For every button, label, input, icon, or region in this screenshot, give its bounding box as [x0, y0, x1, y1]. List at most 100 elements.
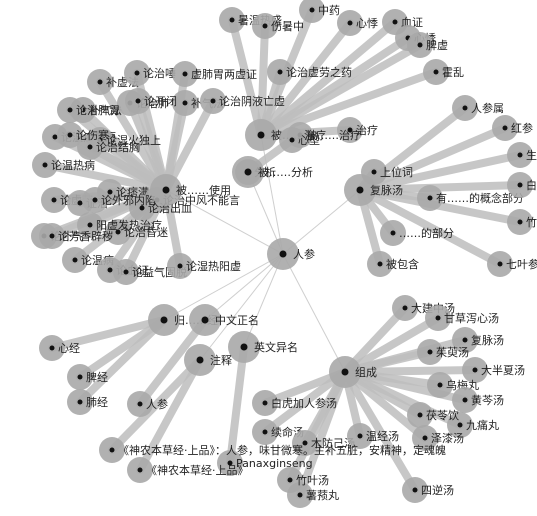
root-node[interactable]: 人参 [267, 238, 315, 270]
group-4-child-13[interactable]: 续命汤 [252, 419, 304, 445]
group-0-child-19-dot [139, 205, 145, 211]
group-4-child-8[interactable]: 茯苓饮 [407, 402, 459, 428]
group-0-child-2-label: 虚肺胃两虚证 [191, 68, 257, 81]
group-0-child-27[interactable]: 论湿热阳虚 [167, 253, 241, 279]
group-5-child-1[interactable]: 脾经 [67, 364, 108, 390]
group-4-child-6[interactable]: 黄芩汤 [452, 387, 504, 413]
group-0-child-1[interactable]: 论治唾 [124, 60, 176, 86]
group-1-child-8-dot [277, 69, 283, 75]
group-1-child-7[interactable]: 霍乱 [423, 59, 464, 85]
group-node-7[interactable]: 英文异名 [228, 331, 298, 363]
group-4-child-4-label: 大半夏汤 [481, 363, 525, 377]
edge-group-1-child-6 [257, 41, 424, 139]
group-4-child-14-label: 木防己汤 [311, 436, 355, 450]
group-4-child-7-label: 九痛丸 [466, 418, 499, 432]
group-8-child-1-label: 《神农本草经·上品》 [146, 463, 249, 477]
group-3-child-5[interactable]: 红参 [492, 115, 533, 141]
group-0-child-21[interactable]: 论外邪内陷 [82, 187, 156, 213]
group-0-child-11-label: 论治结胸 [96, 140, 140, 154]
group-4-child-7[interactable]: 九痛丸 [447, 412, 499, 438]
group-3-child-9[interactable]: 七叶参 [487, 251, 537, 277]
group-4-child-15[interactable]: 温经汤 [347, 423, 399, 449]
group-0-child-6-dot [67, 107, 73, 113]
group-4-child-11[interactable]: 竹叶汤 [277, 467, 329, 493]
group-3-child-6-dot [517, 152, 523, 158]
group-node-6-label: 中文正名 [215, 313, 259, 327]
group-8-child-0-dot [109, 447, 115, 453]
group-node-4[interactable]: 组成 [329, 356, 377, 388]
group-3-child-7-label: 白参 [526, 178, 537, 192]
group-3-child-8[interactable]: 竹节参 [507, 209, 537, 235]
group-4-child-3[interactable]: 茱萸汤 [417, 339, 469, 365]
group-4-child-5-dot [437, 382, 443, 388]
group-node-0[interactable]: 被……使用 [150, 174, 231, 206]
group-3-child-3[interactable]: 被包含 [367, 251, 419, 277]
group-3-child-2[interactable]: ……的部分 [380, 220, 454, 246]
group-8-child-0[interactable]: 《神农本草经·上品》：人参，味甘微寒。主补五脏，安精神，定魂魄 [99, 437, 446, 463]
group-4-child-2[interactable]: 复脉汤 [452, 327, 504, 353]
group-0-child-11[interactable]: 论治结胸 [77, 134, 140, 160]
group-0-child-23[interactable]: 论芳香辟秽 [39, 223, 113, 249]
group-3-child-4[interactable]: 人参属 [452, 95, 504, 121]
group-3-child-7[interactable]: 白参 [507, 172, 537, 198]
edge-group-3-child-9 [356, 186, 504, 268]
root-node-label: 人参 [293, 247, 315, 261]
group-0-child-19[interactable]: 论治出血 [129, 195, 192, 221]
group-0-child-17-label: 论治中风不能言 [163, 193, 240, 207]
group-0-child-7[interactable]: 论开闭 [125, 88, 177, 114]
group-1-child-2-label: 中药 [318, 4, 340, 17]
group-3-child-3-label: 被包含 [386, 257, 419, 271]
group-2-child-1[interactable]: 心型 [279, 127, 320, 153]
group-node-3[interactable]: 复脉汤 [344, 174, 403, 206]
group-0-child-21-label: 论外邪内陷 [101, 193, 156, 207]
group-1-child-7-label: 霍乱 [442, 66, 464, 79]
group-0-child-12[interactable]: 论伤寒 [57, 122, 109, 148]
group-node-5-dot [160, 316, 168, 324]
group-5-child-2[interactable]: 肺经 [67, 389, 108, 415]
group-3-child-6[interactable]: 生晒参 [507, 142, 537, 168]
group-4-child-4[interactable]: 大半夏汤 [462, 357, 525, 383]
group-0-child-13-dot [42, 162, 48, 168]
group-4-child-1[interactable]: 甘草泻心汤 [425, 305, 499, 331]
group-3-child-5-dot [502, 125, 508, 131]
group-4-child-16-dot [412, 487, 418, 493]
group-1-child-8[interactable]: 论治虚劳之药 [267, 59, 352, 85]
edge-group-4-child-9 [341, 368, 429, 442]
group-1-child-9-label: 治疗 [356, 123, 378, 137]
group-4-child-12[interactable]: 白虎加人参汤 [252, 390, 337, 416]
group-5-child-0[interactable]: 心经 [39, 335, 80, 361]
group-1-child-3-dot [347, 20, 353, 26]
group-node-8[interactable]: 注释 [184, 344, 232, 376]
group-8-child-1[interactable]: 《神农本草经·上品》 [127, 457, 249, 483]
edge-root-group-4 [282, 253, 346, 373]
group-5-child-1-label: 脾经 [86, 370, 108, 384]
group-1-child-1[interactable]: 伤暑中 [252, 13, 304, 39]
group-4-child-14[interactable]: 木防己汤 [292, 430, 355, 456]
group-node-0-dot [162, 186, 170, 194]
group-4-child-16[interactable]: 四逆汤 [402, 477, 454, 503]
group-0-child-6[interactable]: 论治脾胃 [57, 97, 120, 123]
group-7-child-0[interactable]: Panaxginseng [217, 450, 313, 476]
group-1-child-9[interactable]: 治疗 [337, 117, 378, 143]
group-4-child-6-dot [462, 397, 468, 403]
group-1-child-1-dot [262, 23, 268, 29]
group-1-child-6[interactable]: 脾虚 [407, 32, 448, 58]
group-6-child-0[interactable]: 人参 [127, 391, 168, 417]
group-1-child-3[interactable]: 心悸 [337, 10, 378, 36]
group-0-child-27-label: 论湿热阳虚 [186, 259, 241, 273]
group-0-child-13[interactable]: 论温热病 [32, 152, 95, 178]
group-0-child-20[interactable]: 论治昏迷 [105, 219, 168, 245]
edge-group-8-child-1 [136, 356, 204, 474]
group-1-child-1-label: 伤暑中 [271, 20, 304, 33]
group-4-child-4-dot [472, 367, 478, 373]
group-0-child-22[interactable]: 阳虚发热治疗 [77, 212, 162, 238]
group-3-child-1[interactable]: 有……的概念部分 [417, 185, 524, 211]
group-4-child-9[interactable]: 泽漆汤 [412, 425, 464, 451]
group-0-child-8[interactable]: 论治阴液亡虚 [200, 88, 285, 114]
group-1-child-8-label: 论治虚劳之药 [286, 65, 352, 79]
group-1-child-2[interactable]: 中药 [299, 0, 340, 23]
group-0-child-2[interactable]: 虚肺胃两虚证 [172, 61, 257, 87]
group-node-2[interactable]: 被……分析 [232, 156, 313, 188]
group-node-6[interactable]: 中文正名 [189, 304, 259, 336]
edge-group-4-child-13 [261, 368, 349, 436]
